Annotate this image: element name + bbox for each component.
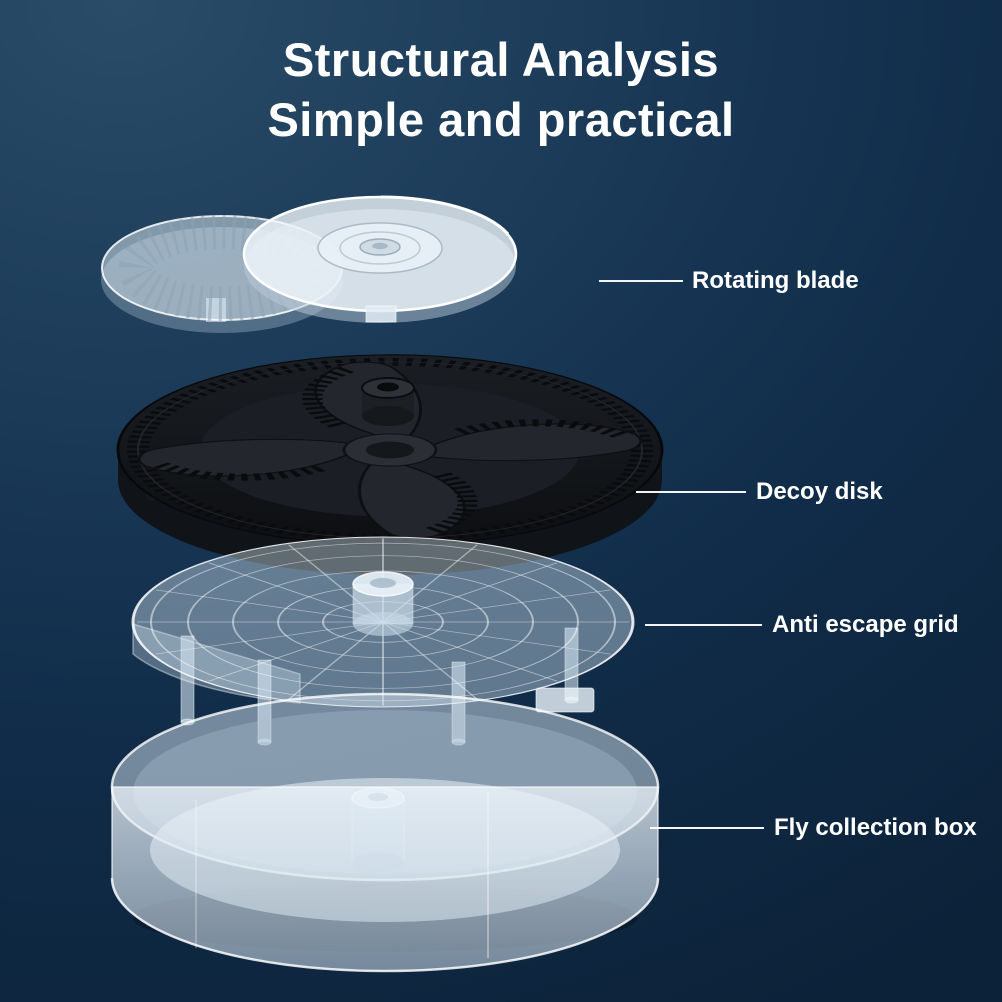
fly-collection-box-illustration bbox=[110, 687, 660, 973]
callout-label: Rotating blade bbox=[692, 267, 859, 294]
callout-label: Decoy disk bbox=[756, 478, 883, 505]
title-line-2: Simple and practical bbox=[267, 93, 735, 146]
callout-line bbox=[645, 624, 762, 626]
callout-line bbox=[650, 827, 764, 829]
decoy-disk-illustration bbox=[116, 355, 664, 575]
title-line-1: Structural Analysis bbox=[282, 33, 720, 86]
callout-label: Anti escape grid bbox=[772, 611, 959, 638]
decoy-fan-arm bbox=[424, 419, 643, 462]
rotating-blade-illustration bbox=[101, 195, 518, 333]
callout-label: Fly collection box bbox=[774, 814, 977, 841]
anti-escape-grid-illustration bbox=[131, 536, 635, 746]
callout-line bbox=[636, 491, 746, 493]
callout-line bbox=[599, 280, 683, 282]
page-title: Structural Analysis Simple and practical bbox=[0, 30, 1002, 150]
